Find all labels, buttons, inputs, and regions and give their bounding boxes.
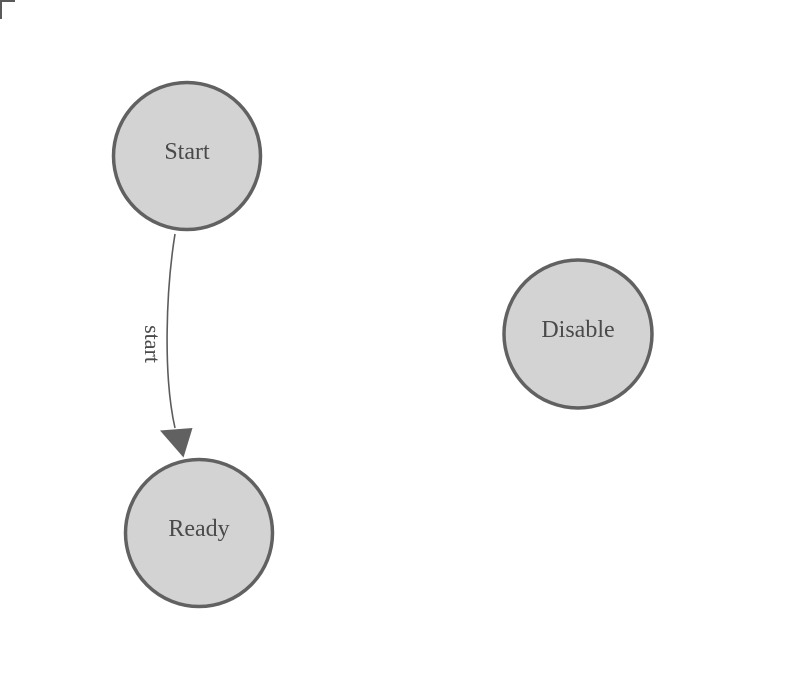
edge-path[interactable]: [166, 233, 176, 429]
edge-start-to-ready[interactable]: start: [140, 233, 193, 458]
edge-arrowhead-icon: [160, 428, 193, 458]
node-disable-circle[interactable]: [502, 258, 654, 410]
node-start-circle[interactable]: [111, 80, 263, 232]
node-start[interactable]: Start: [111, 80, 263, 232]
node-ready[interactable]: Ready: [123, 457, 275, 609]
node-disable[interactable]: Disable: [502, 258, 654, 410]
edge-label[interactable]: start: [140, 325, 165, 363]
canvas-corner-mark: [0, 0, 15, 19]
node-ready-circle[interactable]: [123, 457, 275, 609]
